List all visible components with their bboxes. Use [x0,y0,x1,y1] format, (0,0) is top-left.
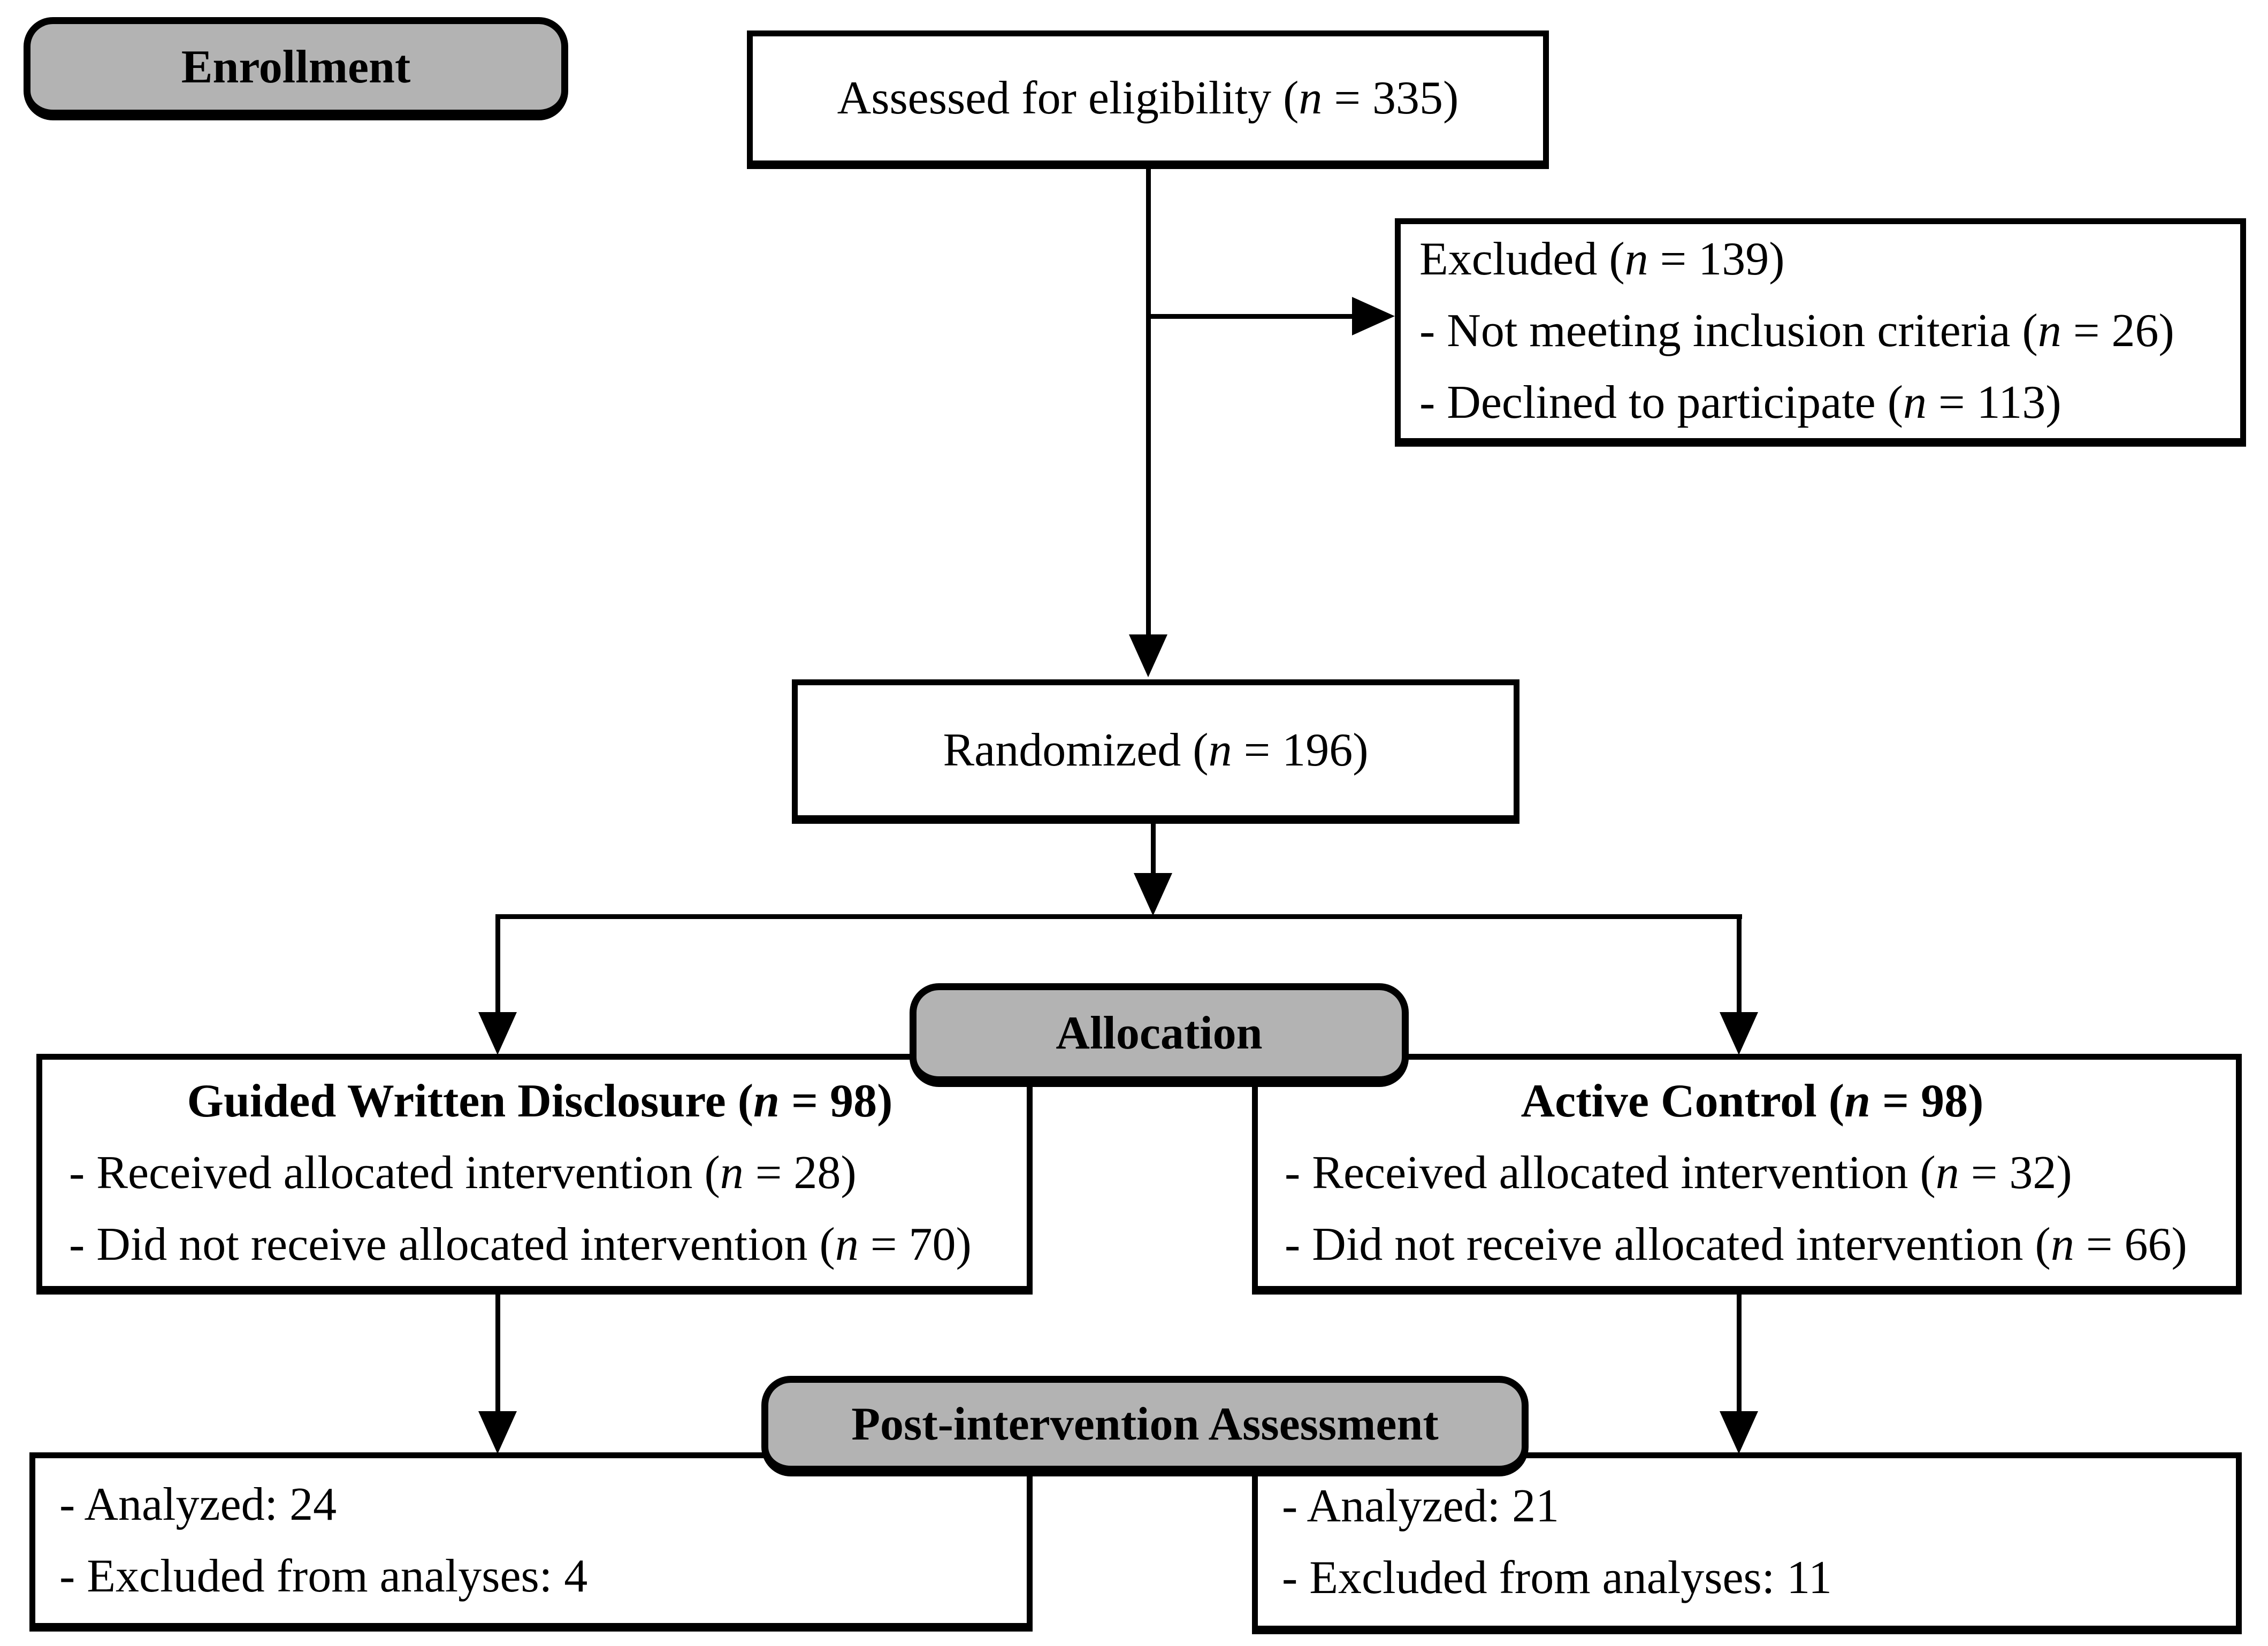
arrowhead-into-active-control [1720,1012,1758,1055]
randomized-box: Randomized (n = 196) [792,679,1519,824]
excluded-title: Excluded (n = 139) [1419,233,1785,285]
enrollment-stage-label: Enrollment [24,17,568,120]
active-control-title: Active Control (n = 98) [1521,1075,1984,1127]
allocation-stage-label: Allocation [910,983,1409,1087]
excluded-box: Excluded (n = 139) - Not meeting inclusi… [1395,218,2246,447]
connector-split-to-gwd [495,916,500,1013]
excluded-item: - Declined to participate (n = 113) [1419,377,2061,428]
arrowhead-into-randomized [1129,634,1167,677]
active-control-box: Active Control (n = 98) - Received alloc… [1252,1054,2242,1295]
connector-active-control-to-outcome [1737,1293,1742,1414]
guided-written-disclosure-box: Guided Written Disclosure (n = 98) - Rec… [36,1054,1033,1295]
arrowhead-into-outcome-right [1720,1411,1758,1454]
arrowhead-into-gwd [478,1012,517,1055]
active-control-item: - Did not receive allocated intervention… [1285,1218,2187,1270]
randomized-text: Randomized (n = 196) [943,724,1369,776]
guided-written-disclosure-item: - Received allocated intervention (n = 2… [69,1146,857,1199]
connector-split-to-active-control [1737,916,1742,1013]
split-crossbar [495,914,1742,919]
assessed-box: Assessed for eligibility (n = 335) [747,30,1549,169]
outcome-right-item: - Analyzed: 21 [1282,1480,1560,1532]
connector-gwd-to-outcome [495,1293,500,1414]
guided-written-disclosure-item: - Did not receive allocated intervention… [69,1218,972,1270]
connector-randomized-to-split [1151,824,1156,877]
assessed-text: Assessed for eligibility (n = 335) [837,72,1459,124]
outcome-left-item: - Excluded from analyses: 4 [59,1550,588,1602]
arrowhead-into-split-bar [1134,873,1172,916]
post-intervention-stage-label: Post-intervention Assessment [761,1376,1529,1476]
active-control-item: - Received allocated intervention (n = 3… [1285,1146,2072,1199]
outcome-right-item: - Excluded from analyses: 11 [1282,1551,1832,1604]
connector-assessed-to-randomized [1146,169,1151,636]
arrowhead-into-excluded [1352,297,1395,335]
connector-branch-to-excluded [1148,314,1357,319]
arrowhead-into-outcome-left [478,1411,517,1454]
excluded-item: - Not meeting inclusion criteria (n = 26… [1419,305,2174,357]
outcome-left-item: - Analyzed: 24 [59,1479,337,1530]
outcome-left-box: - Analyzed: 24 - Excluded from analyses:… [29,1452,1033,1632]
outcome-right-box: - Analyzed: 21 - Excluded from analyses:… [1252,1452,2242,1634]
guided-written-disclosure-title: Guided Written Disclosure (n = 98) [187,1075,893,1127]
